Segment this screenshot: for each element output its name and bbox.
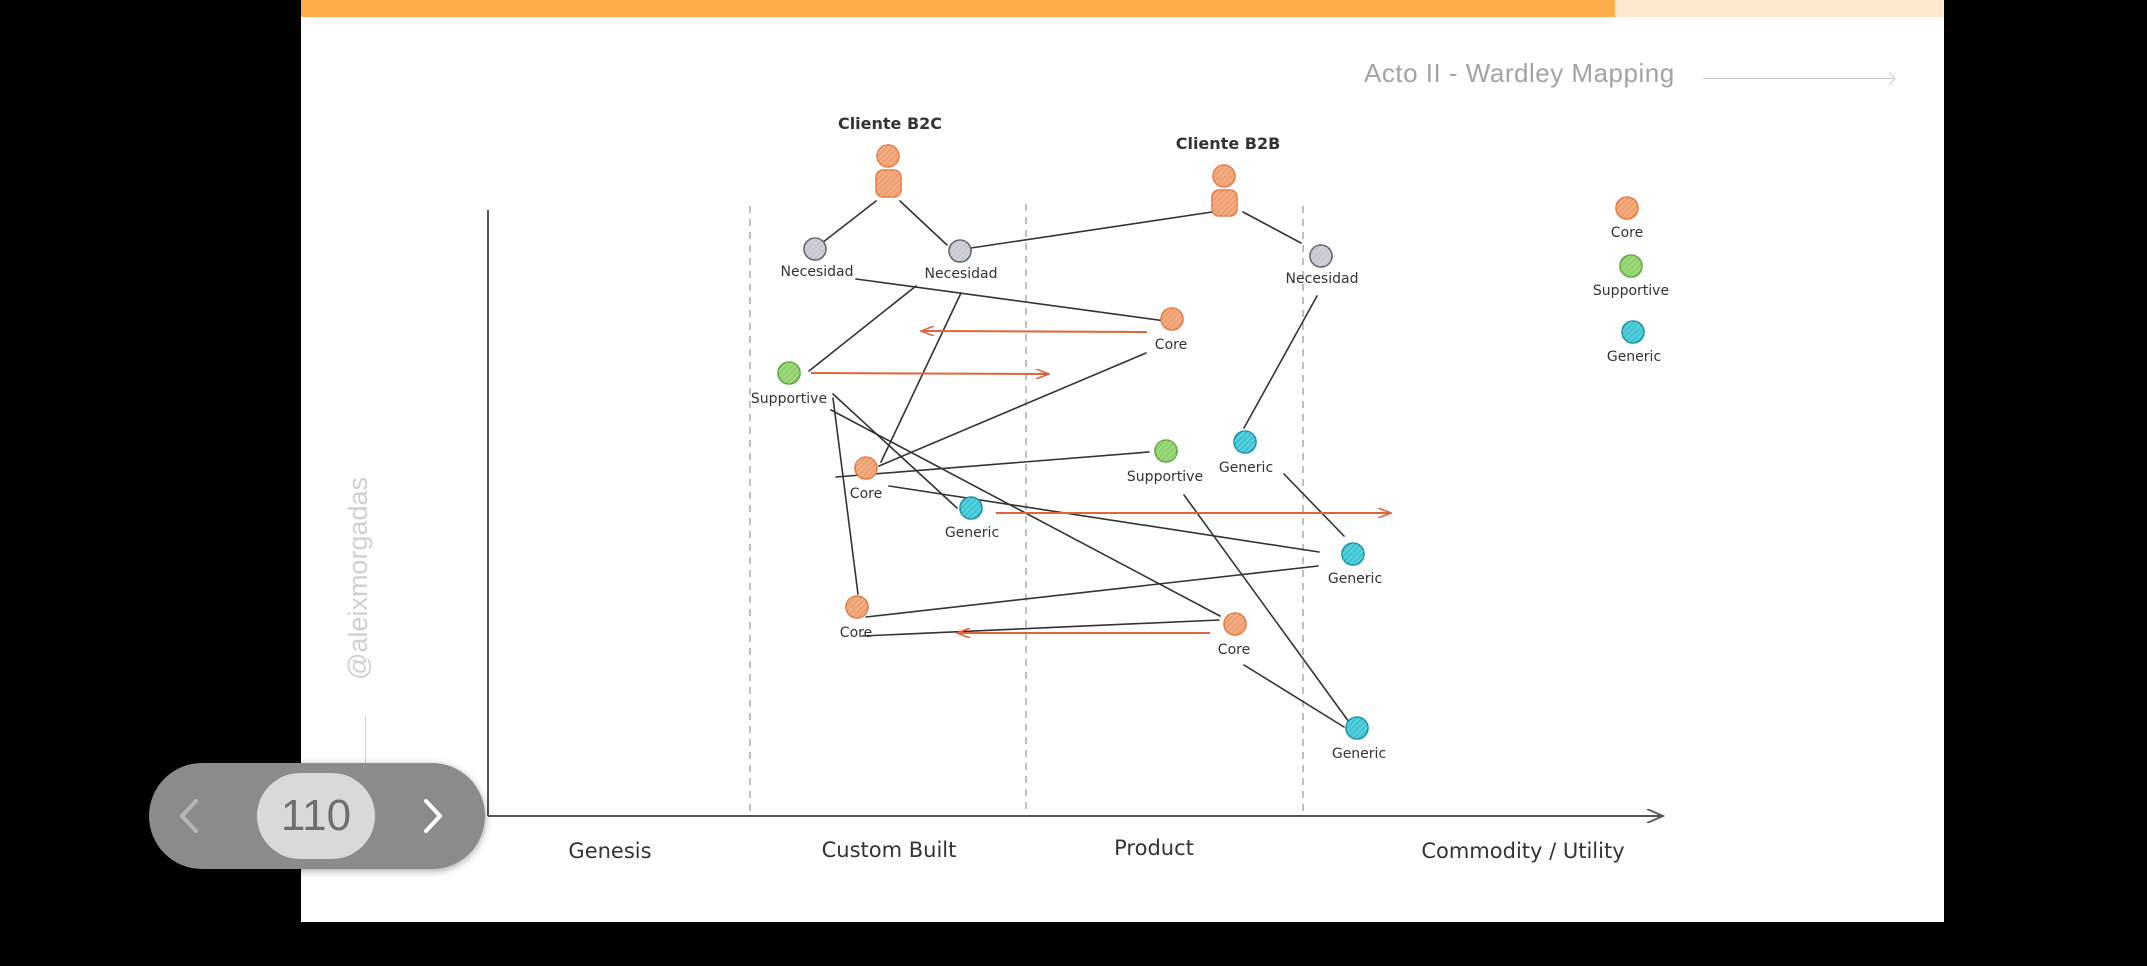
stage-label-custom-built: Custom Built (822, 838, 957, 862)
link (861, 619, 1220, 637)
slide: Acto II - Wardley Mapping @aleixmorgadas… (301, 0, 1944, 922)
marker-hatch (1155, 440, 1177, 462)
link (1242, 211, 1302, 244)
node-label: Generic (1328, 571, 1382, 587)
user-label: Cliente B2B (1176, 134, 1281, 153)
marker-hatch (1342, 543, 1364, 565)
node-generic: Generic (945, 496, 999, 541)
title-arrow-rule (1703, 78, 1893, 79)
person-icon (875, 144, 902, 198)
legend-item-core: Core (1611, 196, 1643, 241)
marker-hatch (1622, 321, 1644, 343)
node-label: Core (850, 486, 882, 502)
node-label: Supportive (1127, 469, 1203, 485)
node-core: Core (840, 595, 872, 641)
node-need: Necesidad (1286, 244, 1359, 287)
legend: Core Supportive Generic (1593, 196, 1669, 365)
node-supportive: Supportive (751, 361, 827, 407)
link (888, 485, 1320, 553)
user-b2b: Cliente B2B (1176, 134, 1281, 217)
node-label: Supportive (751, 391, 827, 407)
link (899, 200, 948, 246)
stage-label-product: Product (1114, 836, 1194, 860)
component-nodes: Necesidad Necesidad Necesidad Core Suppo… (751, 237, 1386, 762)
progress-track (301, 0, 1944, 17)
node-label: Core (1155, 337, 1187, 353)
link (1243, 664, 1345, 728)
evolution-arrows (810, 331, 1390, 633)
marker-hatch (1620, 255, 1642, 277)
link (878, 352, 1147, 467)
prev-slide-button[interactable] (149, 763, 229, 869)
chevron-right-icon (424, 799, 442, 833)
watermark-line (365, 716, 366, 788)
node-label: Necesidad (925, 266, 998, 282)
link (855, 278, 1174, 323)
marker-hatch (1161, 308, 1183, 330)
node-need: Necesidad (781, 237, 854, 280)
node-supportive: Supportive (1127, 439, 1203, 485)
legend-label: Supportive (1593, 283, 1669, 299)
link (821, 200, 877, 244)
marker-hatch (1346, 717, 1368, 739)
link (832, 393, 958, 509)
link (832, 397, 859, 595)
node-generic: Generic (1328, 542, 1382, 587)
marker-hatch (778, 362, 800, 384)
node-core: Core (1218, 612, 1250, 658)
wardley-map: Genesis Custom Built Product Commodity /… (487, 114, 1669, 863)
node-label: Generic (945, 525, 999, 541)
marker-hatch (804, 238, 826, 260)
marker-hatch (1310, 245, 1332, 267)
chevron-left-icon (180, 799, 198, 833)
slide-pager: 110 (149, 763, 485, 869)
slide-title: Acto II - Wardley Mapping (1364, 58, 1675, 88)
marker-hatch (1224, 613, 1246, 635)
evolution-arrow (810, 373, 1048, 374)
stage-label-genesis: Genesis (568, 839, 651, 863)
link (808, 285, 917, 372)
node-label: Core (840, 625, 872, 641)
node-label: Generic (1332, 746, 1386, 762)
link (1283, 473, 1345, 537)
page-number: 110 (257, 773, 375, 859)
node-generic: Generic (1219, 430, 1273, 476)
node-label: Core (1218, 642, 1250, 658)
evolution-arrow (922, 331, 1148, 332)
legend-item-generic: Generic (1607, 320, 1661, 365)
next-slide-button[interactable] (393, 763, 473, 869)
marker-hatch (846, 596, 868, 618)
progress-fill (301, 0, 1616, 17)
link (880, 292, 962, 463)
link (1183, 494, 1350, 723)
node-core: Core (1155, 307, 1187, 353)
node-core: Core (850, 456, 882, 502)
stage-label-commodity: Commodity / Utility (1421, 839, 1624, 863)
node-generic: Generic (1332, 716, 1386, 762)
node-need: Necesidad (925, 239, 998, 282)
marker-hatch (1616, 197, 1638, 219)
marker-hatch (1234, 431, 1256, 453)
legend-item-supportive: Supportive (1593, 254, 1669, 299)
node-label: Necesidad (1286, 271, 1359, 287)
marker-hatch (960, 497, 982, 519)
person-icon (1211, 164, 1238, 217)
marker-hatch (855, 457, 877, 479)
node-label: Necesidad (781, 264, 854, 280)
user-b2c: Cliente B2C (838, 114, 942, 198)
link (835, 451, 1150, 478)
link (1243, 295, 1318, 429)
node-label: Generic (1219, 460, 1273, 476)
legend-label: Core (1611, 225, 1643, 241)
link (865, 565, 1319, 618)
dependency-links (808, 200, 1350, 728)
link (970, 211, 1213, 249)
legend-label: Generic (1607, 349, 1661, 365)
marker-hatch (949, 240, 971, 262)
user-label: Cliente B2C (838, 114, 942, 133)
